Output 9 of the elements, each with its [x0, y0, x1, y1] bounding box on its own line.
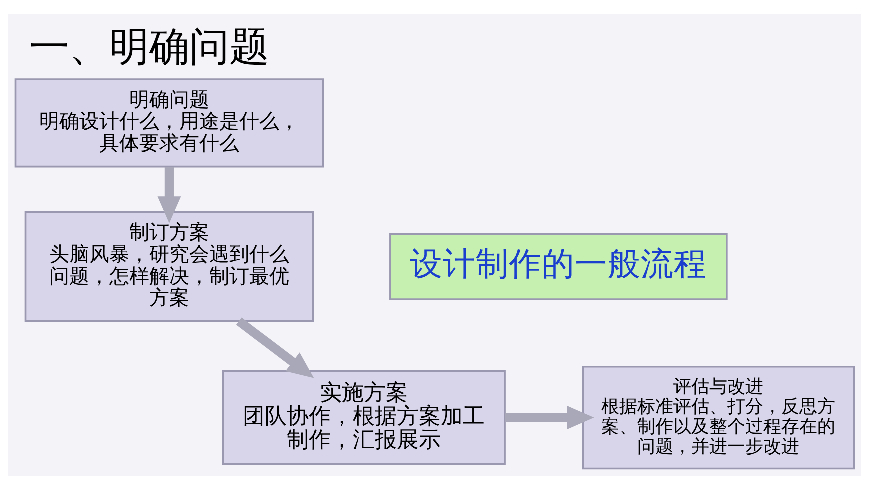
arrow [505, 406, 594, 429]
node-box: 制订方案 头脑风暴，研究会遇到什么问题，怎样解决，制订最优方案 [24, 210, 314, 322]
node-box: 设计制作的一般流程 [390, 232, 728, 300]
arrow [236, 317, 314, 378]
node-box: 实施方案 团队协作，根据方案加工制作，汇报展示 [222, 370, 506, 465]
arrow [158, 166, 182, 223]
node-box: 明确问题 明确设计什么，用途是什么，具体要求有什么 [14, 78, 324, 168]
diagram-title: 一、明确问题 [29, 24, 270, 70]
node-box: 评估与改进 根据标准评估、打分，反思方案、制作以及整个过程存在的问题，并进一步改进 [582, 365, 856, 470]
